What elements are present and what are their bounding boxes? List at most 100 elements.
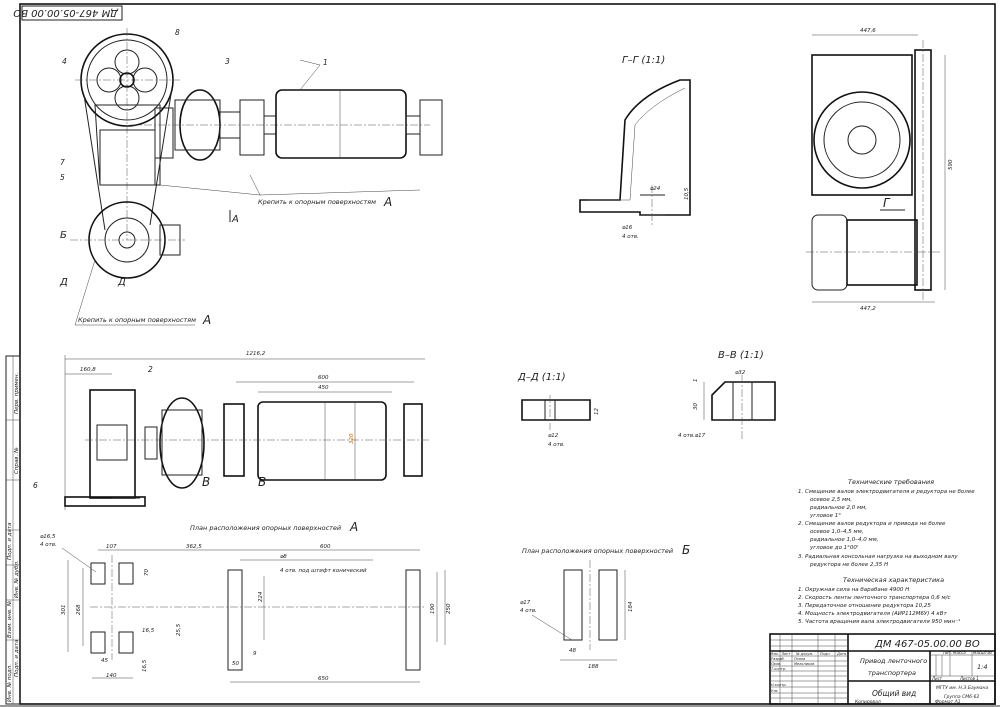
dimension-label: 107 [106,544,117,550]
dimension-label: 362,5 [186,544,202,550]
tb-cell: Дата [836,652,846,656]
plan-a [61,547,446,683]
tb-cell: Т.контр. [771,667,786,671]
position-label: 8 [175,28,180,37]
dimension-label: 45 [101,658,108,664]
dimension-label: 250 [446,603,452,614]
drawing-frame [19,3,996,705]
strip-label: Справ. № [14,447,20,474]
mounting-note: Крепить к опорным поверхностям [258,198,376,206]
section-v-v [703,375,776,440]
dimension-label: 1216,2 [246,351,266,357]
tb-cell: Попов [794,657,805,661]
requirement-line: 2. Смещение валов редуктора и привода не… [798,521,946,527]
side-view [806,34,946,303]
requirement-line: осевое 1,0–4,5 мм, [810,529,864,535]
mounting-note-letter: А [202,313,211,327]
tech-requirements-title: Технические требования [848,478,934,486]
format-label: Формат А1 [935,699,961,705]
position-label: 6 [33,481,38,490]
plan-letter: Б [682,543,690,557]
tb-cell: Пров. [771,662,781,666]
view-arrow-label: А [231,214,239,225]
dimension-label: 70 [144,569,150,576]
dimension-label: 10,5 [684,187,690,200]
sheet-label: Лист [931,676,943,681]
tb-cell: Лист [781,652,792,656]
position-label: 4 [62,57,67,66]
dimension-label: ⌀17 [520,600,531,606]
tb-cell: Н.контр. [771,683,787,687]
dimension-label: 9 [253,651,257,657]
dimension-label: ⌀32 [735,370,746,376]
dimension-label: 224 [258,591,264,602]
organization: МГТУ им. Н.Э.Баумана [936,685,988,691]
dimension-label: 600 [318,375,329,381]
position-label: 7 [60,158,65,167]
dimension-label: 140 [106,673,117,679]
section-arrow-label: Г [883,196,891,210]
mass-header: Масса [953,650,966,655]
dimension-label: 16,5 [142,628,155,634]
dimension-label: 4 отв. [548,442,565,448]
title-block [769,633,996,705]
mounting-note: Крепить к опорным поверхностям [78,316,196,324]
strip-label: Инв. № подл. [7,664,13,702]
requirement-line: осевое 2,5 мм, [810,497,852,503]
technical-characteristics: Техническая характеристика 1. Окружная с… [798,576,960,625]
title-block-rows: Изм. Лист № докум. Подп. Дата Разраб. По… [771,652,847,693]
requirement-line: радиальное 1,0–4,0 мм, [809,537,879,543]
dimension-label: 48 [569,648,576,654]
tb-cell: Изм. [771,652,779,656]
dimension-label: 4 отв. под штифт конический [280,568,367,574]
dimension-label: 12 [594,408,600,415]
strip-label: Подп. и дата [14,639,20,677]
front-view [64,355,430,510]
dimension-label: 160,8 [80,367,96,373]
requirement-line: 1. Смещение валов электродвигателя и ред… [798,489,975,495]
plan-letter: А [349,520,358,534]
characteristic-line: 5. Частота вращения вала электродвигател… [798,618,960,625]
tb-cell: Утв. [771,689,778,693]
document-type: Общий вид [872,689,916,698]
characteristic-line: 1. Окружная сила на барабане 4900 Н [798,587,909,593]
dimension-label: 4 отв. [520,608,537,614]
section-g-g [579,79,691,225]
dimension-label: 301 [61,605,67,616]
strip-label: Инв. № дубл. [14,560,20,598]
characteristic-line: 4. Мощность электродвигателя (АИР112М6У)… [798,611,947,617]
characteristic-line: 3. Передаточное отношение редуктора 10,2… [798,603,931,609]
plan-title: План расположения опорных поверхностей [190,524,341,532]
dimension-label: ⌀12 [548,433,559,439]
view-arrow-label: Б [60,230,67,241]
section-title: В–В (1:1) [718,350,764,361]
section-arrow-label: Д [59,277,68,288]
dimension-label: ⌀8 [280,554,287,560]
strip-label: Перв. примен. [14,372,20,414]
top-view [70,28,443,326]
tb-cell: Подп. [820,652,831,656]
drawing-designation: ДМ 467-05.00.00 ВО [874,639,980,650]
dimension-label: ⌀24 [650,186,661,192]
section-arrow-label: В [258,475,266,489]
dimension-label: 650 [318,676,329,682]
dimension-label: 447,6 [860,28,876,34]
tb-cell: Разраб. [771,657,785,661]
dimension-label: 268 [76,604,82,615]
position-label: 5 [60,173,65,182]
left-stamp-strip: Перв. примен. Справ. № Подп. и дата Инв.… [5,355,21,705]
copied-label: Копировал [855,699,881,705]
dimension-label: 25,5 [176,623,182,636]
requirement-line: 3. Радиальная консольная нагрузка на вых… [798,554,958,560]
lit-header: Лит. [942,650,952,655]
sheets-label: Листов 1 [959,676,979,681]
dimension-label: 30 [693,403,699,410]
section-d-d [521,395,591,430]
strip-label: Взам. инв. № [7,600,13,638]
requirement-line: редуктора не более 2,35 Н [809,562,888,568]
section-arrow-label: Д [117,277,126,288]
dimension-label: 450 [318,385,329,391]
dimension-label: 590 [948,159,954,170]
section-arrow-label: В [202,475,210,489]
